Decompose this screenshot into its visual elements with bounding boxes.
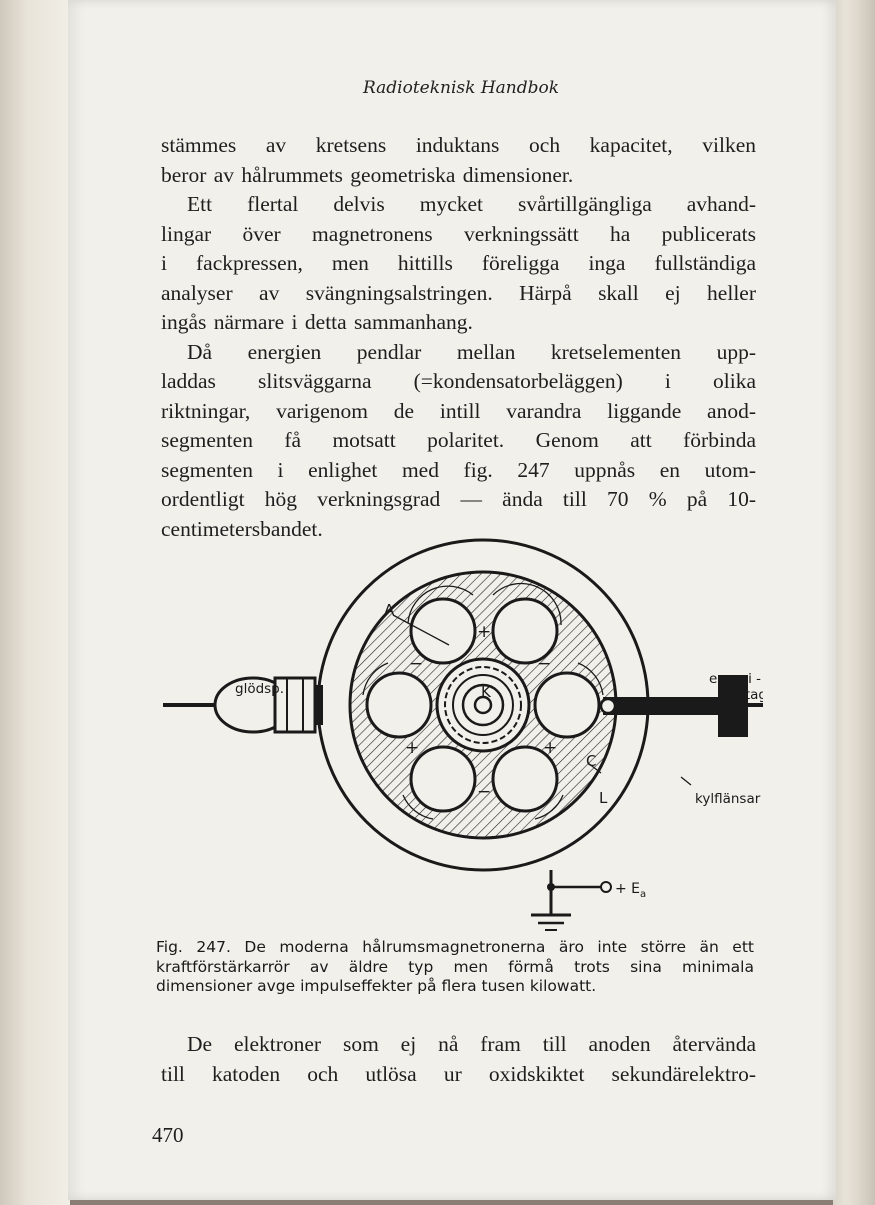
strapping-rings xyxy=(444,666,522,744)
text-line: till katoden och utlösa ur oxidskiktet s… xyxy=(161,1061,756,1086)
label-kylflansar: kylflänsar xyxy=(695,791,761,807)
svg-text:−: − xyxy=(537,654,551,674)
text-line: ordentligt hög verkningsgrad — ända till… xyxy=(161,487,756,511)
label-l: L xyxy=(599,789,608,807)
label-c: C xyxy=(586,752,596,770)
text-line: De elektroner som ej nå fram till anoden… xyxy=(187,1032,756,1056)
label-glodsp: glödsp. xyxy=(235,681,284,697)
text-line: lingar över magnetronens verkningssätt h… xyxy=(161,221,756,246)
svg-text:+: + xyxy=(405,738,419,758)
left-page-edge xyxy=(0,0,70,1205)
label-ea: + Ea xyxy=(615,881,646,900)
polarity-marks: + + + − − − xyxy=(405,622,557,802)
text-line: beror av hålrummets geometriska dimensio… xyxy=(161,162,574,187)
page-number: 470 xyxy=(152,1123,184,1147)
running-head: Radioteknisk Handbok xyxy=(362,78,560,98)
text-line: laddas slitsväggarna (=kondensatorbelägg… xyxy=(161,369,756,393)
filament-lead xyxy=(163,676,323,734)
current-arrows xyxy=(362,582,604,820)
label-uttag: uttag xyxy=(731,687,763,703)
magnetron-diagram: A K C L S glödsp. energi - uttag kylflän… xyxy=(163,538,813,931)
label-a: A xyxy=(384,601,395,619)
text-line: i fackpressen, men hittills föreligga in… xyxy=(161,251,756,275)
text-line: segmenten i enlighet med fig. 247 uppnås… xyxy=(161,457,756,482)
svg-text:+: + xyxy=(477,622,491,642)
label-s: S xyxy=(633,698,643,716)
text-line: segmenten få motsatt polaritet. Genom at… xyxy=(161,428,756,452)
label-k: K xyxy=(481,683,492,701)
caption-line: kraftförstärkarrör av äldre typ men förm… xyxy=(156,957,754,976)
text-line: Ett flertal delvis mycket svårtillgängli… xyxy=(187,192,756,216)
svg-text:+: + xyxy=(543,738,557,758)
svg-text:−: − xyxy=(409,654,423,674)
label-energi: energi - xyxy=(709,671,761,687)
text-line: Då energien pendlar mellan kretselemente… xyxy=(187,339,756,364)
caption-line: dimensioner avge impulseffekter på flera… xyxy=(156,977,597,995)
text-line: riktningar, varigenom de intill varandra… xyxy=(161,398,756,423)
text-line: centimetersbandet. xyxy=(161,516,323,541)
text-line: stämmes av kretsens induktans och kapaci… xyxy=(161,133,756,157)
magnetron-figure: A K C L S glödsp. energi - uttag kylflän… xyxy=(163,535,813,935)
energy-output-coupling xyxy=(599,675,813,737)
anode-supply-lead xyxy=(531,870,612,931)
right-page-edge xyxy=(833,0,875,1205)
cathode xyxy=(461,683,505,727)
label-pointers xyxy=(392,614,692,786)
resonator-cavities xyxy=(365,597,601,813)
paragraph-4: De elektroner som ej nå fram till anoden… xyxy=(161,1030,756,1089)
text-line: analyser av svängningsalstringen. Härpå … xyxy=(161,280,756,305)
figure-caption: Fig. 247. De moderna hålrumsmagnetronern… xyxy=(156,938,754,997)
paragraph-1: stämmes av kretsens induktans och kapaci… xyxy=(161,131,756,544)
book-page: Radioteknisk Handbok stämmes av kretsens… xyxy=(68,0,836,1200)
svg-text:−: − xyxy=(477,782,491,802)
text-line: ingås närmare i detta sammanhang. xyxy=(161,310,473,334)
caption-line: Fig. 247. De moderna hålrumsmagnetronern… xyxy=(156,938,754,956)
